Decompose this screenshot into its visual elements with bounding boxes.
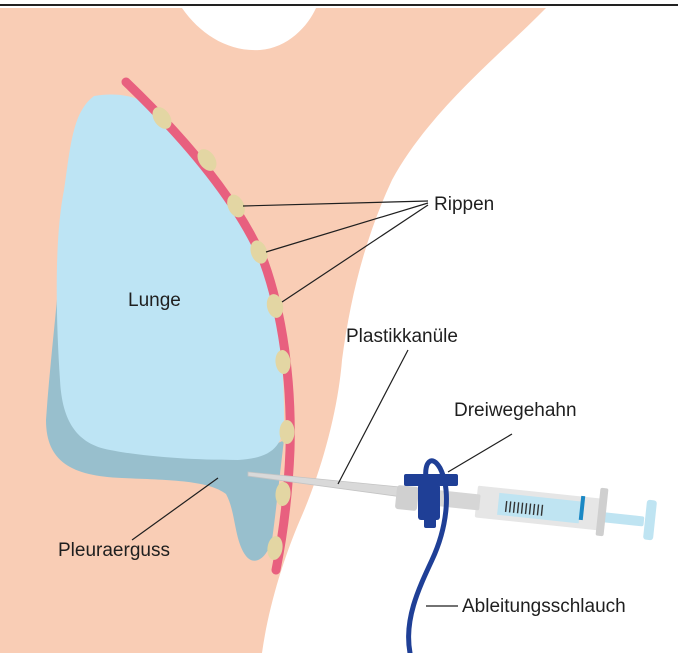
- syringe-plunger-thumb: [643, 500, 657, 541]
- syringe: [475, 486, 657, 541]
- label-effusion: Pleuraerguss: [58, 540, 170, 561]
- leader-line-cannula: [338, 350, 408, 484]
- cannula-hub: [395, 485, 419, 511]
- label-lung: Lunge: [128, 290, 181, 311]
- label-ribs: Rippen: [434, 194, 494, 215]
- label-catheter: Plastikkanüle: [346, 326, 458, 347]
- leader-line-stopcock: [448, 434, 512, 472]
- rib: [280, 420, 295, 444]
- label-stopcock: Dreiwegehahn: [454, 400, 577, 421]
- label-drain-tube: Ableitungsschlauch: [462, 596, 626, 617]
